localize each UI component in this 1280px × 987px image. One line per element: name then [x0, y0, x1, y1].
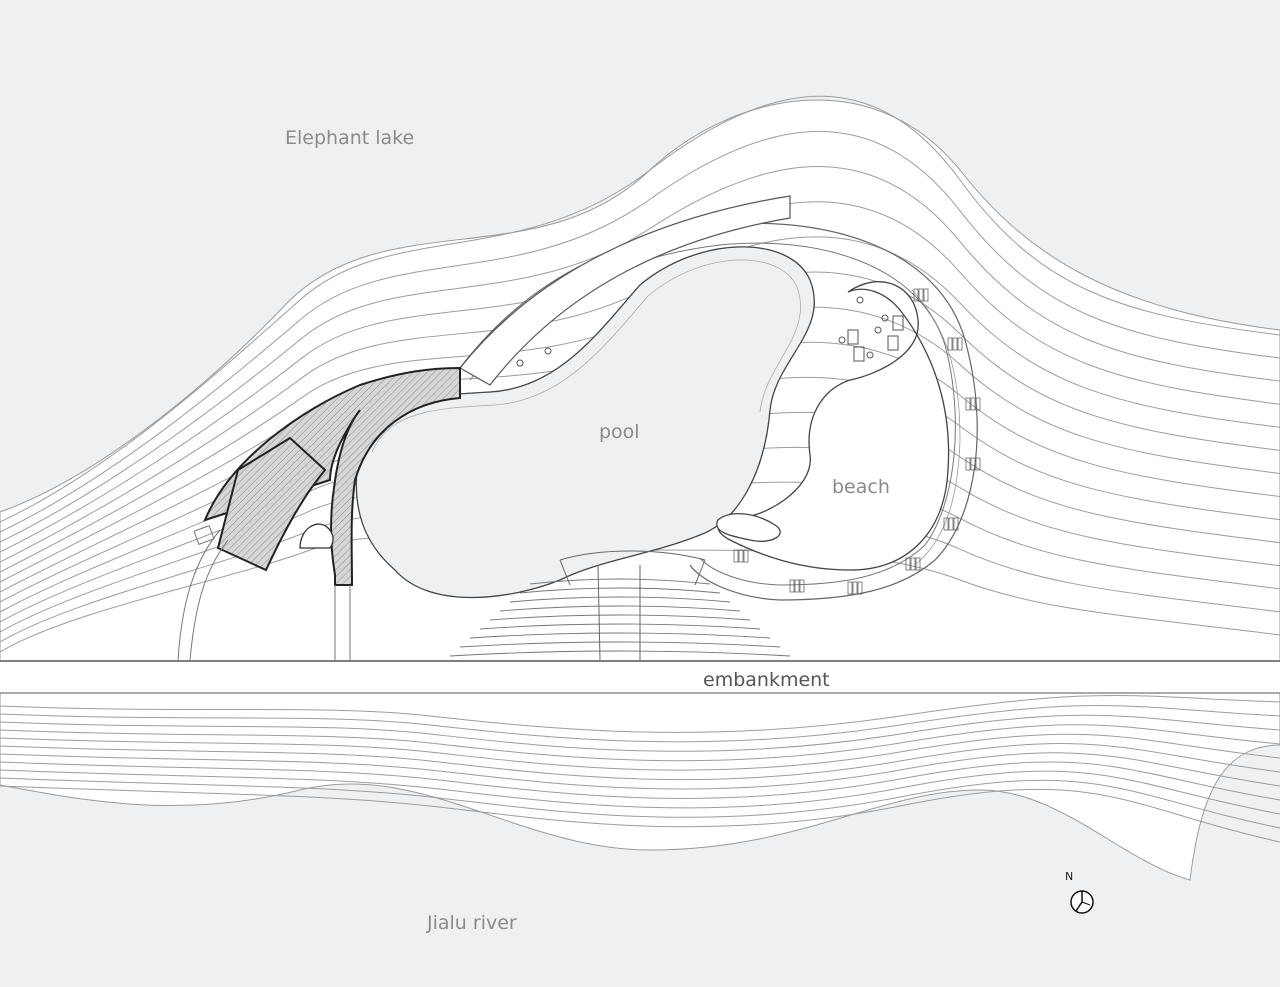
- building-wing[interactable]: [216, 436, 327, 572]
- beach-island: [717, 281, 950, 571]
- lake-label: Elephant lake: [285, 127, 415, 149]
- contour-line: [0, 714, 1280, 752]
- contour-line: [0, 166, 1280, 543]
- ring-walkway-rim: [911, 289, 961, 566]
- beach-label: beach: [832, 476, 890, 498]
- embankment-label: embankment: [703, 669, 830, 691]
- contour-line: [0, 95, 1280, 523]
- lounger: [743, 549, 749, 563]
- contour-lines-south: [0, 694, 1280, 843]
- terraced-steps: [449, 578, 791, 657]
- step-line: [509, 596, 731, 603]
- step-line: [459, 641, 781, 648]
- lounger: [947, 337, 953, 351]
- embankment-band: [0, 661, 1280, 693]
- lounger: [905, 557, 911, 571]
- lounger: [970, 397, 976, 411]
- lounger: [923, 288, 929, 302]
- contour-line: [0, 769, 1280, 815]
- lounger: [733, 549, 739, 563]
- contour-line: [0, 743, 1280, 781]
- lounger: [799, 579, 805, 593]
- lounger: [913, 288, 919, 302]
- contour-line: [0, 777, 1280, 829]
- upper-wall-segment: [459, 195, 791, 386]
- lounger: [857, 581, 863, 595]
- step-line: [519, 587, 721, 594]
- lounger: [738, 549, 744, 563]
- lounger: [952, 337, 958, 351]
- contour-line: [0, 705, 1280, 743]
- contour-line: [0, 724, 1280, 762]
- step-line: [449, 650, 791, 657]
- lounger: [953, 517, 959, 531]
- step-line: [529, 578, 711, 585]
- lounger: [918, 288, 924, 302]
- lounger: [852, 581, 858, 595]
- step-line: [499, 605, 741, 612]
- lounger: [948, 517, 954, 531]
- lounger: [847, 581, 853, 595]
- building-courtyard: [299, 523, 334, 549]
- lounger: [915, 557, 921, 571]
- beach-furniture: [516, 296, 904, 367]
- contour-line: [0, 785, 1280, 843]
- approach-paths: [177, 525, 351, 661]
- lounger: [970, 457, 976, 471]
- lounger: [965, 457, 971, 471]
- pool-label: pool: [599, 421, 640, 443]
- lounger: [957, 337, 963, 351]
- step-line: [469, 632, 771, 639]
- contour-line: [0, 761, 1280, 801]
- contour-line: [0, 130, 1280, 533]
- lounger: [965, 397, 971, 411]
- contour-line: [0, 733, 1280, 771]
- north-arrow-icon: [1070, 890, 1094, 914]
- lounger: [975, 457, 981, 471]
- lounger: [789, 579, 795, 593]
- pool-basin: [355, 246, 816, 599]
- steps-frame: [559, 550, 706, 661]
- river-label: Jialu river: [427, 912, 517, 934]
- ring-loungers: [733, 288, 981, 595]
- lounger: [910, 557, 916, 571]
- lounger: [975, 397, 981, 411]
- contour-line: [0, 752, 1280, 790]
- lounger: [943, 517, 949, 531]
- pool-edge-inner: [371, 259, 801, 453]
- north-label: N: [1065, 870, 1074, 883]
- step-line: [479, 623, 761, 630]
- step-line: [489, 614, 751, 621]
- beach-sand-bar: [716, 513, 781, 542]
- lounger: [794, 579, 800, 593]
- contour-line: [0, 694, 1280, 733]
